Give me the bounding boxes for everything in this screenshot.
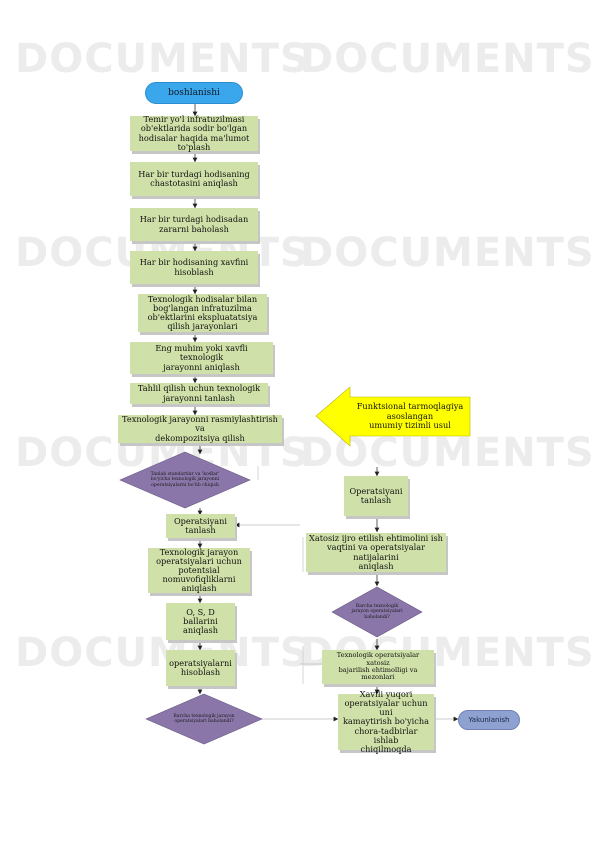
- step-select-operation: Operatsiyani tanlash: [166, 514, 235, 538]
- callout-method-text: Funktsional tarmoqlagiya asoslangan umum…: [356, 401, 464, 431]
- decision-decompose-text: Tanlab standartlar va 'kodlar' bo'yicha …: [150, 472, 220, 488]
- step-select-operation-right: Operatsiyani tanlash: [344, 476, 408, 516]
- decision-diamond: [145, 693, 263, 745]
- step-osd-scores: O, S, D ballarini aniqlash: [166, 603, 235, 640]
- step-criteria: Texnologik operatsiyalar xatosiz bajaril…: [322, 650, 434, 684]
- step-risk: Har bir hodisaning xavfini hisoblash: [130, 251, 258, 284]
- step-frequency: Har bir turdagi hodisaning chastotasini …: [130, 162, 258, 196]
- watermark: DOCUMENTS: [15, 36, 310, 82]
- step-nonconformities: Texnologik jarayon operatsiyalari uchun …: [148, 547, 250, 593]
- step-damage: Har bir turdagi hodisadan zararni bahola…: [130, 208, 258, 241]
- step-collect-data: Temir yo'l infratuzilmasi ob'ektlarida s…: [130, 115, 258, 151]
- decision-diamond: [331, 586, 423, 638]
- decision-all-evaluated-text: Barcha texnologik jarayon operatsiyalari…: [173, 713, 235, 724]
- step-formalize: Texnologik jarayonni rasmiylashtirish va…: [118, 415, 282, 443]
- watermark: DOCUMENTS: [15, 630, 310, 676]
- step-error-free-probability: Xatosiz ijro etilish ehtimolini ish vaqt…: [306, 533, 446, 572]
- start-terminal: boshlanishi: [145, 82, 243, 104]
- watermark: DOCUMENTS: [300, 230, 595, 276]
- end-terminal: Yakunlanish: [458, 710, 520, 730]
- decision-all-evaluated-right-text: Barcha texnologik jarayon operatsiyalari…: [351, 604, 403, 620]
- step-critical-process: Eng muhim yoki xavfli texnologik jarayon…: [130, 342, 273, 374]
- decision-diamond: [119, 451, 251, 509]
- step-mitigation: Xavfli yuqori operatsiyalar uchun uni ka…: [338, 689, 434, 754]
- step-calc-operations: operatsiyalarni hisoblash: [166, 650, 235, 686]
- watermark: DOCUMENTS: [300, 36, 595, 82]
- step-select-process: Tahlil qilish uchun texnologik jarayonni…: [130, 383, 268, 404]
- callout-arrow-shape: [315, 386, 471, 447]
- step-processes: Texnologik hodisalar bilan bog'langan in…: [138, 294, 267, 332]
